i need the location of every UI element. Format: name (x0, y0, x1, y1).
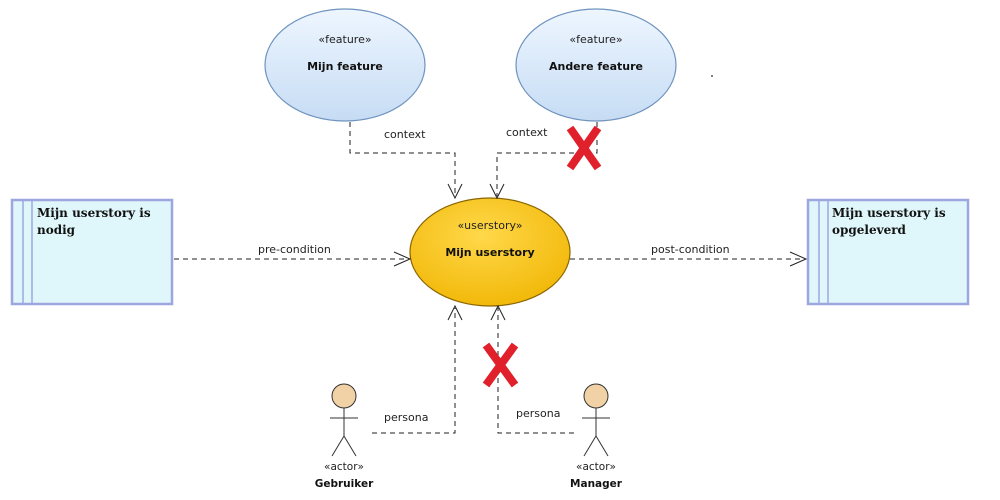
note-line-1: Mijn userstory is (832, 206, 946, 220)
stick-figure-icon (582, 383, 610, 457)
userstory-name: Mijn userstory (445, 246, 534, 259)
connector-persona-manager[interactable]: persona (490, 304, 574, 434)
connector-context-andere-feature[interactable]: context (489, 122, 598, 200)
edge-label-post-condition: post-condition (651, 243, 730, 256)
edge-label-context: context (506, 126, 548, 139)
note-userstory-nodig[interactable]: Mijn userstory is nodig (10, 198, 174, 306)
note-line-1: Mijn userstory is (37, 206, 151, 220)
edge-label-persona: persona (384, 411, 428, 424)
note-line-2: nodig (37, 223, 76, 237)
cross-mark-icon (482, 342, 519, 388)
userstory-mijn-userstory[interactable]: «userstory» Mijn userstory (409, 197, 571, 307)
actor-name: Manager (570, 478, 623, 490)
connector-persona-gebruiker[interactable]: persona (372, 304, 463, 434)
cross-mark-icon (566, 125, 602, 171)
connector-context-mijn-feature[interactable]: context (349, 122, 463, 200)
feature-stereotype: «feature» (569, 33, 622, 46)
feature-name: Mijn feature (307, 60, 383, 73)
stray-dot (711, 75, 713, 77)
feature-stereotype: «feature» (318, 33, 371, 46)
actor-manager[interactable]: «actor» Manager (570, 383, 623, 490)
userstory-stereotype: «userstory» (457, 219, 522, 232)
feature-mijn-feature[interactable]: «feature» Mijn feature (264, 8, 426, 122)
connector-pre-condition[interactable]: pre-condition (174, 243, 412, 267)
actor-name: Gebruiker (315, 478, 374, 490)
actor-stereotype: «actor» (576, 461, 616, 473)
note-line-2: opgeleverd (832, 223, 907, 237)
actor-stereotype: «actor» (324, 461, 364, 473)
feature-name: Andere feature (549, 60, 643, 73)
actor-gebruiker[interactable]: «actor» Gebruiker (315, 383, 374, 490)
stick-figure-icon (330, 383, 358, 457)
edge-label-persona: persona (516, 407, 560, 420)
edge-label-context: context (384, 128, 426, 141)
edge-label-pre-condition: pre-condition (258, 243, 331, 256)
connector-post-condition[interactable]: post-condition (570, 243, 808, 267)
feature-andere-feature[interactable]: «feature» Andere feature (515, 8, 677, 122)
note-userstory-opgeleverd[interactable]: Mijn userstory is opgeleverd (806, 198, 970, 306)
